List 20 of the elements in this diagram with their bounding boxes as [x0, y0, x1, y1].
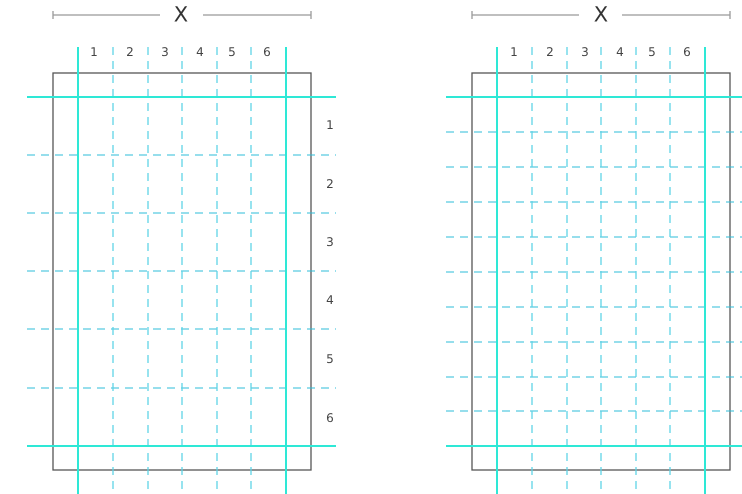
column-number: 2 — [546, 46, 554, 58]
column-number: 1 — [90, 46, 98, 58]
column-number: 5 — [228, 46, 236, 58]
column-number: 6 — [683, 46, 691, 58]
column-number: 3 — [161, 46, 169, 58]
column-number: 3 — [581, 46, 589, 58]
column-number: 1 — [510, 46, 518, 58]
dimension-label: X — [594, 4, 608, 26]
column-number: 5 — [648, 46, 656, 58]
row-number: 4 — [326, 294, 334, 306]
column-number: 4 — [196, 46, 204, 58]
column-number: 6 — [263, 46, 271, 58]
column-number: 4 — [616, 46, 624, 58]
row-number: 1 — [326, 119, 334, 131]
row-number: 2 — [326, 178, 334, 190]
column-number: 2 — [126, 46, 134, 58]
row-number: 5 — [326, 353, 334, 365]
row-number: 3 — [326, 236, 334, 248]
row-number: 6 — [326, 412, 334, 424]
dimension-label: X — [174, 4, 188, 26]
